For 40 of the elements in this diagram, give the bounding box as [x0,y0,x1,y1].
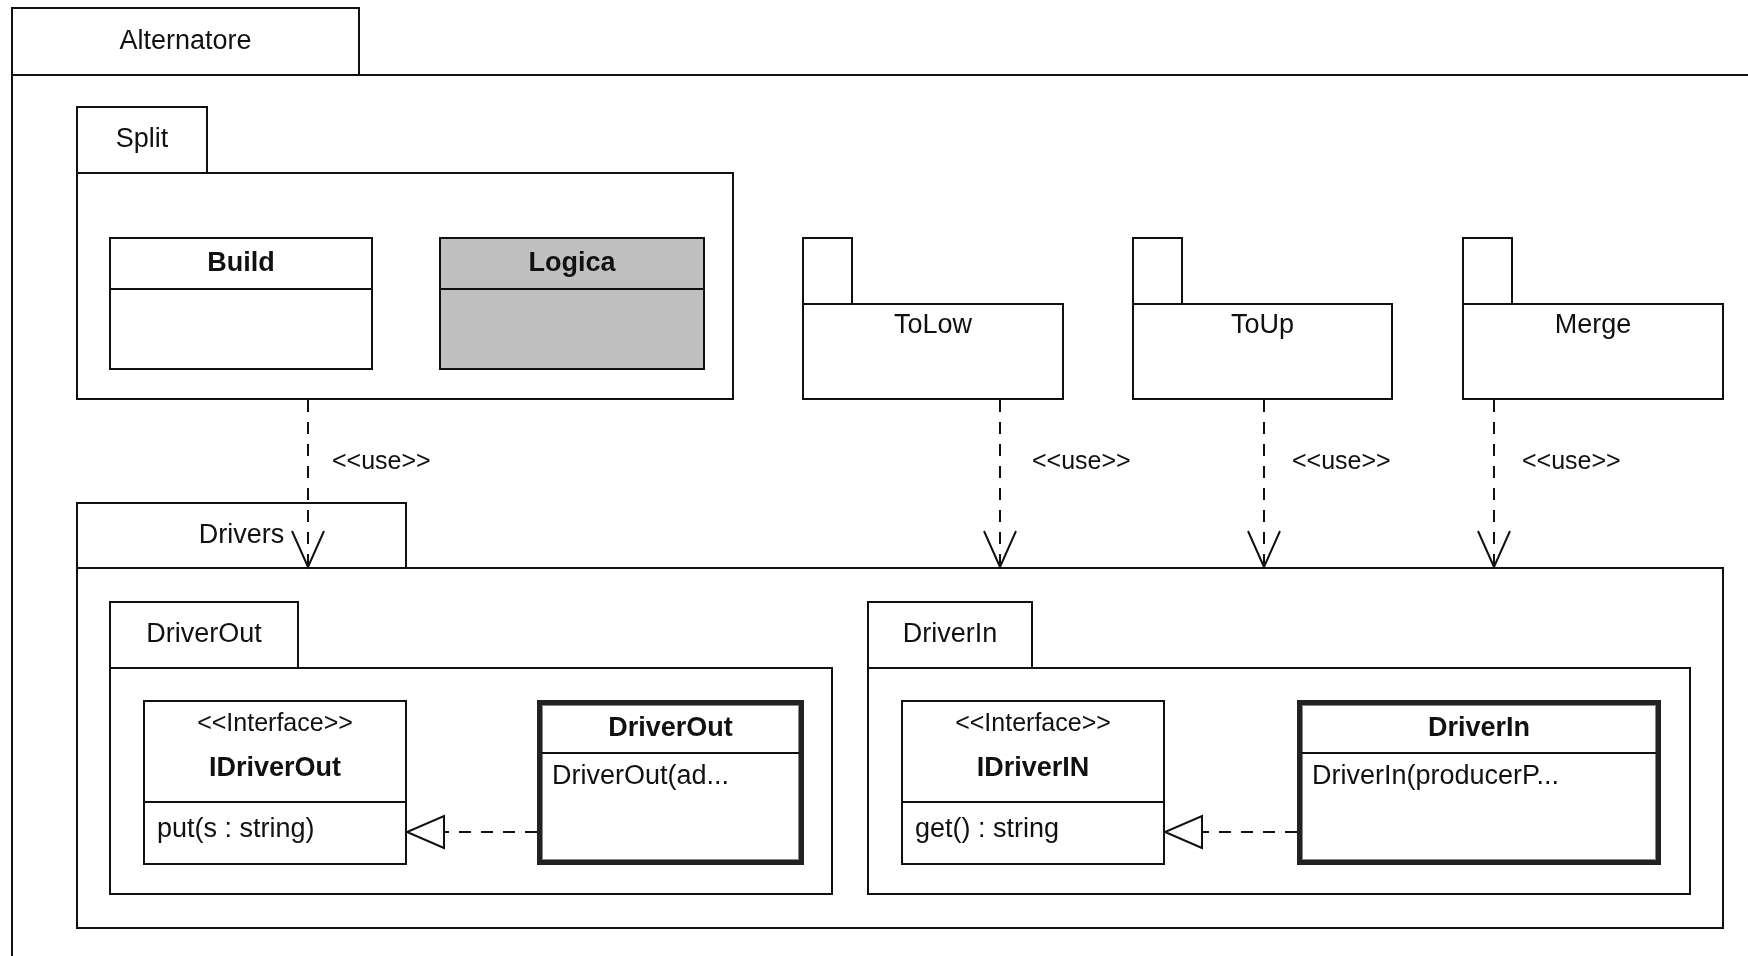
stereotype: <<Interface>> [954,708,1112,737]
package [1132,237,1393,400]
class-box [439,237,705,370]
class-box [537,700,804,865]
stereotype: <<Interface>> [196,708,354,737]
package [1462,237,1724,400]
package [76,106,734,400]
package-name: Merge [1553,309,1633,340]
class-member: DriverOut(ad... [552,760,730,791]
class-name: DriverIn [1302,705,1656,754]
package [802,237,1064,400]
package [76,502,1724,929]
package-name: DriverOut [145,618,263,649]
interface-box [901,700,1165,865]
dependency-arrow [983,399,1017,568]
class-name: DriverOut [542,705,799,754]
package [11,7,1748,956]
interface-method: get() : string [915,813,1060,844]
dependency-arrow [1247,399,1281,568]
package-name: Alternatore [118,24,253,56]
realization-arrow [406,815,538,849]
interface-box [143,700,407,865]
package [867,601,1691,895]
interface-method: put(s : string) [157,813,315,844]
class-name: Build [111,239,371,290]
package-name: Drivers [197,518,286,550]
package-name: ToLow [892,309,973,340]
interface-name: IDriverIN [975,752,1091,783]
class-name: Logica [441,239,703,290]
realization-arrow [1164,815,1298,849]
package-name: DriverIn [901,618,999,649]
package [109,601,833,895]
interface-name: IDriverOut [207,752,342,783]
class-box [1297,700,1661,865]
package-name: ToUp [1230,309,1295,340]
package-name: Split [114,123,170,154]
class-box [109,237,373,370]
class-member: DriverIn(producerP... [1312,760,1560,791]
dependency-arrow [1477,399,1511,568]
dependency-arrow [291,399,325,568]
